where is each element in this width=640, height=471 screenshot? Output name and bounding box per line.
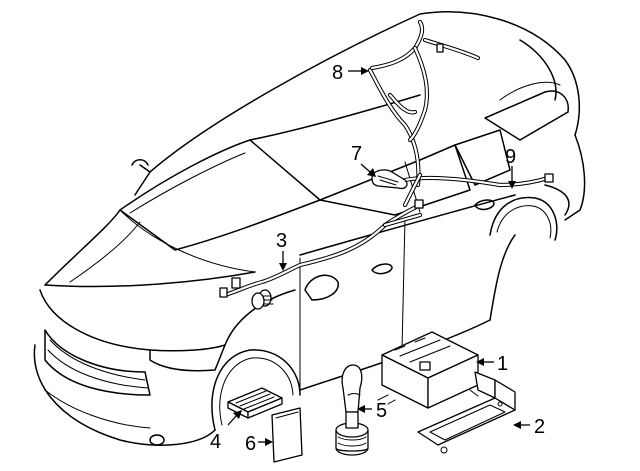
callout-8: 8 [332, 62, 343, 84]
callout-7: 7 [351, 143, 362, 165]
part-7-module [371, 169, 408, 190]
vehicle-body [33, 11, 586, 446]
callout-5: 5 [376, 400, 387, 422]
part-4-keypad [227, 387, 283, 419]
part-5-knob [335, 364, 369, 456]
callout-arrows [227, 67, 530, 446]
callout-4: 4 [210, 431, 221, 453]
wiring-harness [219, 19, 554, 310]
callout-9: 9 [505, 146, 516, 168]
callout-2: 2 [534, 416, 545, 438]
callout-6: 6 [245, 433, 256, 455]
callout-1: 1 [497, 353, 508, 375]
harness-grommet [251, 289, 274, 310]
callout-3: 3 [276, 230, 287, 252]
callout-labels: 1 2 3 4 5 6 7 8 9 [210, 62, 545, 455]
part-2-bracket [417, 371, 516, 454]
part-1-control-module [377, 331, 479, 409]
part-6-booklet [271, 407, 303, 463]
